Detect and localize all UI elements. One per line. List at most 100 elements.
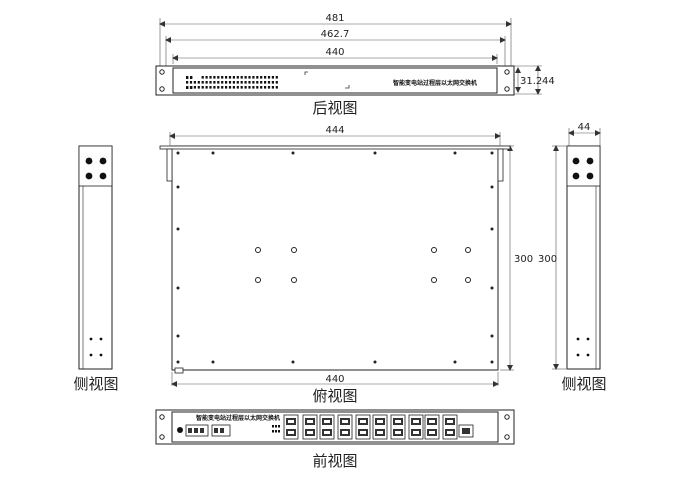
status-led xyxy=(272,425,274,428)
screw-hole xyxy=(490,151,494,155)
console-port xyxy=(458,424,474,438)
dim-body-width: 440 xyxy=(325,47,344,58)
screw-hole xyxy=(373,151,377,155)
screw-hole xyxy=(490,360,494,364)
rear-terminal-pin xyxy=(267,76,271,79)
rear-terminal-pin xyxy=(190,76,193,79)
network-port xyxy=(337,414,353,440)
standoff-hole xyxy=(465,247,471,253)
front-network-ports xyxy=(283,414,458,440)
front-brand-label: 智能变电站过程层以太网交换机 xyxy=(196,414,280,422)
rear-terminal-pin xyxy=(244,76,247,79)
rear-terminal-pin xyxy=(271,76,274,79)
status-led xyxy=(272,430,274,433)
network-port xyxy=(372,414,388,440)
rear-terminal-pin xyxy=(271,81,274,84)
rear-terminal-pin xyxy=(232,86,235,89)
screw-hole xyxy=(291,360,295,364)
standoff-hole xyxy=(431,277,437,283)
rear-terminal-pin xyxy=(256,76,259,79)
rear-terminal-pin xyxy=(217,76,220,79)
screw-hole xyxy=(176,334,180,338)
rear-terminal-pin xyxy=(221,81,224,84)
screw-hole xyxy=(490,227,494,231)
screw-hole xyxy=(291,151,295,155)
rear-terminal-pin xyxy=(213,81,216,84)
top-chassis xyxy=(159,145,511,374)
rear-terminal-pin xyxy=(205,86,208,89)
rear-terminal-pin xyxy=(236,76,239,79)
rear-terminal-pin xyxy=(221,86,224,89)
dim-side-height: 44 xyxy=(578,122,591,133)
rear-terminal-pin xyxy=(252,81,255,84)
front-view-caption: 前视图 xyxy=(312,452,357,470)
dim-depth: 300 xyxy=(514,254,533,265)
rear-terminal-pin xyxy=(248,86,251,89)
rear-terminal-pin xyxy=(232,81,235,84)
rear-terminal-pin xyxy=(186,86,189,89)
status-led xyxy=(278,425,280,428)
rear-terminal-pin xyxy=(217,86,220,89)
status-led xyxy=(278,430,280,433)
dim-height: 44 xyxy=(542,76,555,87)
left-side-caption: 侧视图 xyxy=(73,375,118,393)
rear-dimensions xyxy=(159,18,542,95)
standoff-hole xyxy=(255,277,261,283)
rear-terminal-pin xyxy=(213,86,216,89)
screw-hole xyxy=(176,227,180,231)
rear-terminal-pin xyxy=(267,81,271,84)
network-port xyxy=(424,414,440,440)
rear-terminal-pin xyxy=(209,76,212,79)
rear-terminal-pin xyxy=(275,86,278,89)
top-view-caption: 俯视图 xyxy=(312,387,357,405)
rear-terminal-pin xyxy=(197,86,200,89)
screw-hole xyxy=(176,185,180,189)
rear-terminal-pin xyxy=(244,81,247,84)
standoff-hole xyxy=(291,277,297,283)
network-port xyxy=(442,414,458,440)
rear-terminal-pin xyxy=(256,81,259,84)
rear-view-caption: 后视图 xyxy=(312,99,357,117)
left-side-mount-holes xyxy=(85,157,107,357)
network-port xyxy=(355,414,371,440)
rear-terminal-pin xyxy=(190,86,193,89)
rear-terminal-pin xyxy=(205,81,208,84)
rear-terminal-pin xyxy=(197,81,200,84)
rear-terminal-pin xyxy=(232,76,235,79)
rear-terminal-pin xyxy=(228,86,232,89)
rear-terminal-pin xyxy=(240,86,243,89)
rear-terminal-pin xyxy=(217,81,220,84)
screw-hole xyxy=(176,286,180,290)
rear-terminal-pin xyxy=(256,86,259,89)
rear-terminal-pin xyxy=(205,76,208,79)
standoff-hole xyxy=(255,247,261,253)
rear-terminal-pin xyxy=(240,76,243,79)
right-side-caption: 侧视图 xyxy=(561,375,606,393)
rear-terminal-pin xyxy=(193,81,196,84)
screw-hole xyxy=(453,151,457,155)
rear-terminal-pin xyxy=(225,81,228,84)
top-dimensions xyxy=(169,132,514,387)
network-port xyxy=(319,414,335,440)
rear-view: 481 462.7 440 31.2 44 智能变电站过程层以太网交换机 后视图 xyxy=(155,13,555,117)
standoff-hole xyxy=(465,277,471,283)
rear-terminal-pin xyxy=(236,81,239,84)
rear-terminal-block xyxy=(186,76,278,89)
dim-mount-width: 462.7 xyxy=(321,29,350,40)
network-port xyxy=(390,414,406,440)
rear-terminal-pin xyxy=(252,86,255,89)
top-screw-holes xyxy=(176,151,494,364)
rear-terminal-pin xyxy=(228,76,232,79)
dim-overall-width: 481 xyxy=(325,13,344,24)
screw-hole xyxy=(211,360,215,364)
rear-terminal-pin xyxy=(186,76,189,79)
dim-panel-height: 31.2 xyxy=(520,76,542,87)
rear-terminal-pin xyxy=(225,86,228,89)
rear-brand-label: 智能变电站过程层以太网交换机 xyxy=(393,79,477,87)
rear-terminal-pin xyxy=(213,76,216,79)
screw-hole xyxy=(490,286,494,290)
rear-terminal-pin xyxy=(252,76,255,79)
rear-terminal-pin xyxy=(225,76,228,79)
dim-bottom-width: 440 xyxy=(325,374,344,385)
rear-terminal-pin xyxy=(244,86,247,89)
